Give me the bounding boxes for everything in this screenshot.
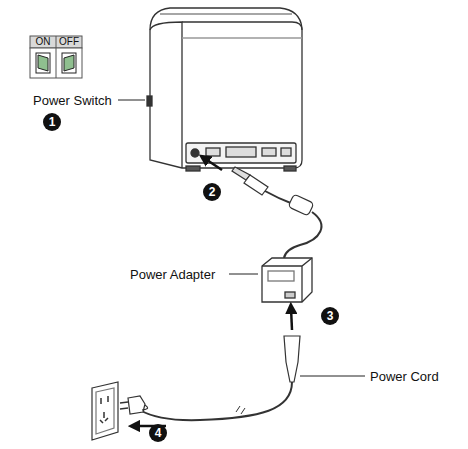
wall-outlet [92,382,166,440]
printer [147,8,302,171]
switch-state-table [30,36,82,78]
table-cell: ON [31,37,55,47]
part-name: Power Cord [370,370,439,383]
power-adapter [262,258,312,302]
part-name: Power Switch [33,94,112,107]
leader-line [229,274,258,275]
callout-number: 4 [149,427,167,439]
callout-circles [43,113,339,442]
part-name: Power Adapter [130,268,215,281]
table-cell: OFF [57,37,81,47]
leader-line [300,376,365,377]
callout-number: 1 [43,116,61,128]
callout-number: 3 [321,310,339,322]
leader-line [118,100,145,101]
c7-plug [140,308,300,420]
callout-number: 2 [203,186,221,198]
dc-cable [204,158,321,258]
